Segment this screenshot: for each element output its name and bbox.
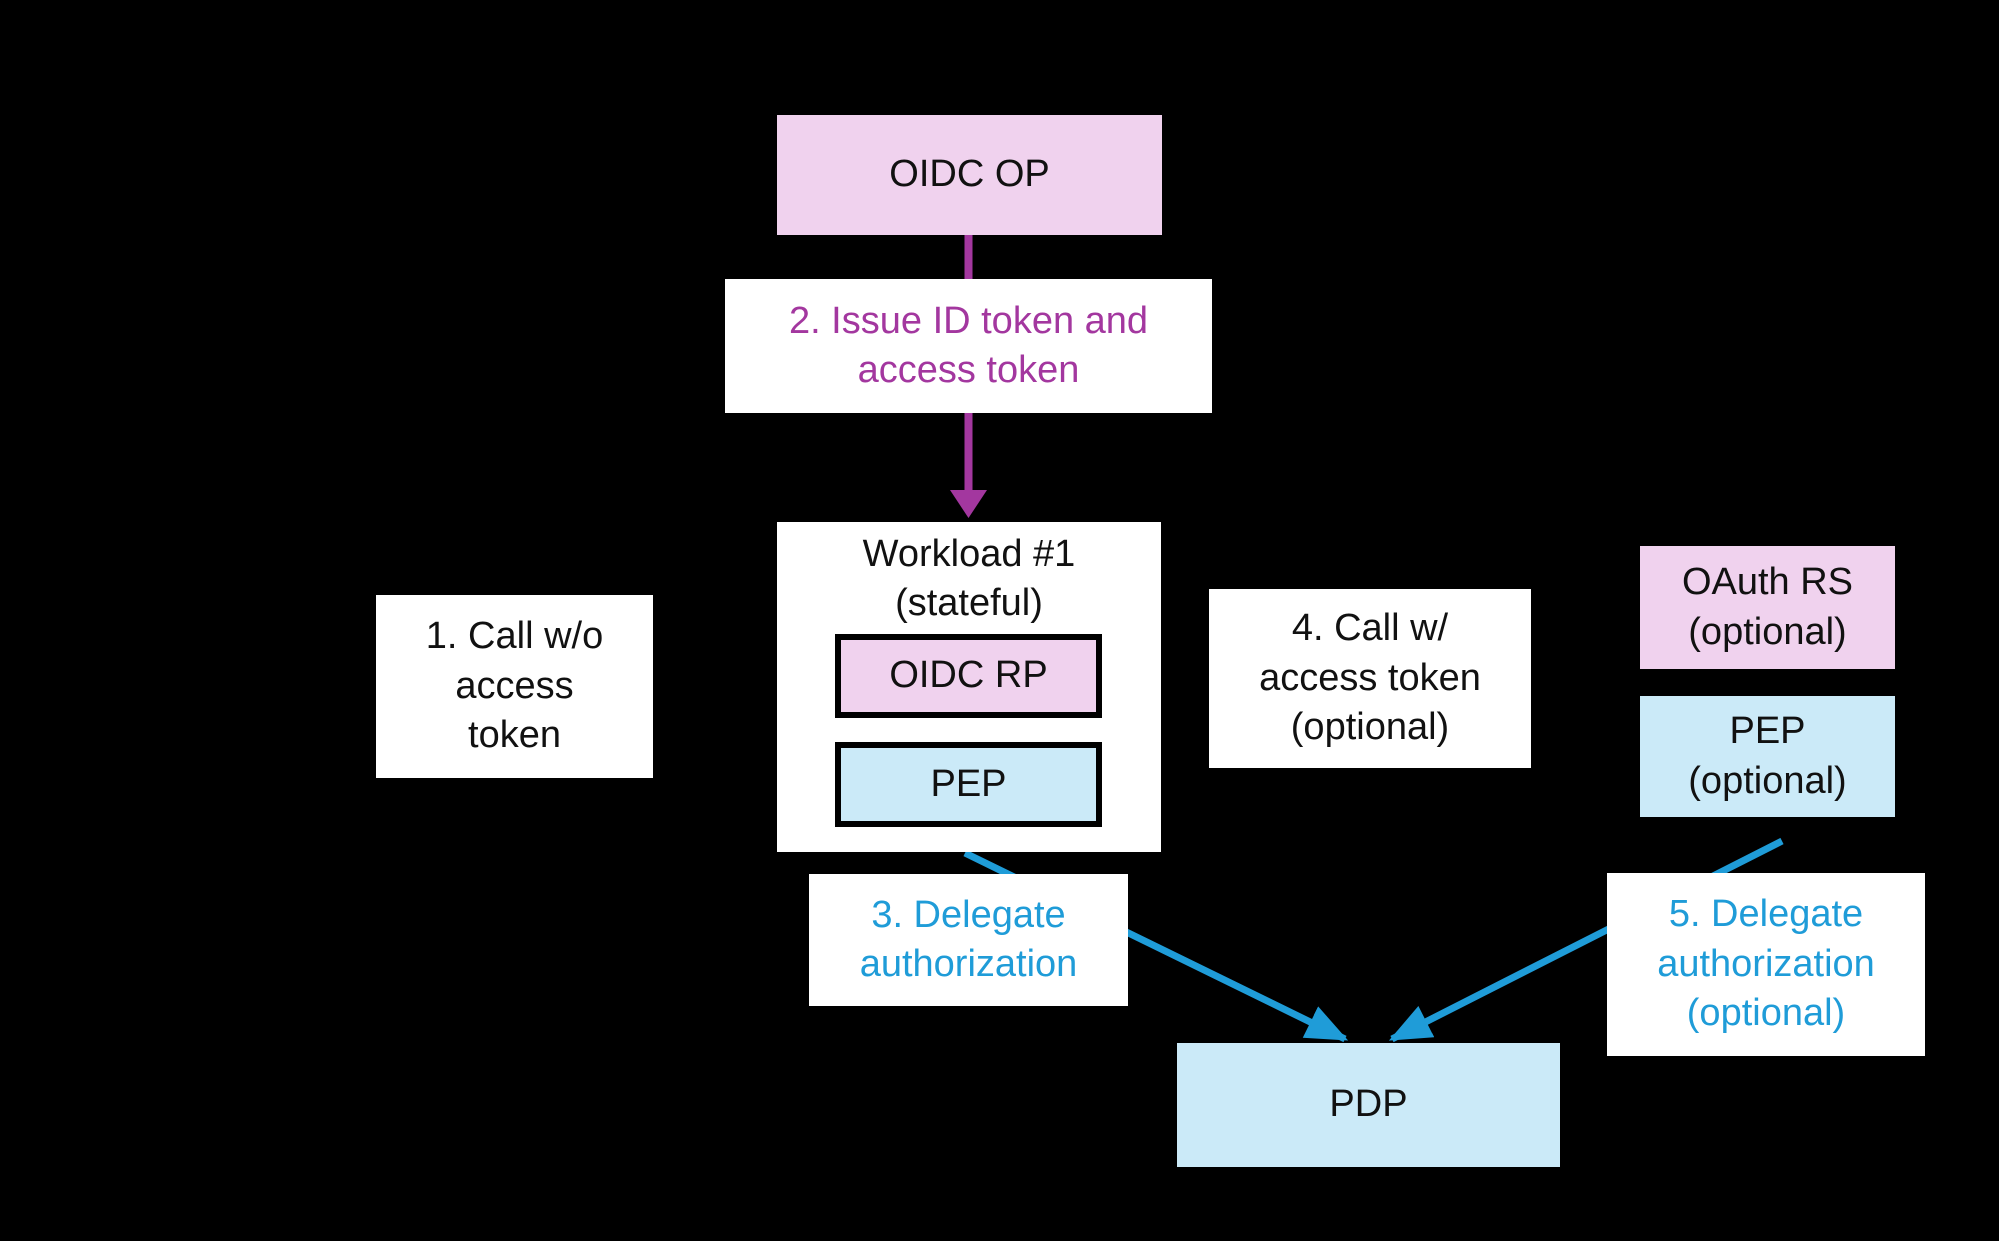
oidc-rp-label: OIDC RP [889, 654, 1048, 697]
pep-optional-node: PEP (optional) [1640, 696, 1895, 817]
pep-optional-label: PEP (optional) [1688, 710, 1847, 802]
pep-label: PEP [930, 762, 1007, 805]
oidc-rp-node: OIDC RP [835, 634, 1102, 718]
oauth-rs-node: OAuth RS (optional) [1640, 546, 1895, 669]
delegate-authorization-optional-step-text: 5. Delegate authorization (optional) [1657, 893, 1875, 1035]
issue-token-step-label: 2. Issue ID token and access token [725, 279, 1212, 413]
oidc-op-node: OIDC OP [777, 115, 1162, 235]
call-with-token-step-label: 4. Call w/ access token (optional) [1209, 589, 1531, 768]
issue-token-step-text: 2. Issue ID token and access token [788, 299, 1149, 391]
issue-token-arrowhead [950, 490, 987, 518]
call-with-token-step-text: 4. Call w/ access token (optional) [1259, 607, 1481, 749]
pdp-node: PDP [1177, 1043, 1560, 1167]
delegate-authorization-step-text: 3. Delegate authorization [859, 893, 1078, 985]
delegate-authorization-optional-step-label: 5. Delegate authorization (optional) [1607, 873, 1925, 1056]
pep-node: PEP [835, 742, 1102, 827]
oauth-rs-label: OAuth RS (optional) [1681, 561, 1854, 653]
pdp-label: PDP [1329, 1083, 1408, 1126]
call-without-token-step-label: 1. Call w/o access token [376, 595, 653, 778]
oidc-op-label: OIDC OP [889, 153, 1050, 196]
delegate-authorization-step-label: 3. Delegate authorization [809, 874, 1128, 1006]
workload-title: Workload #1 (stateful) [862, 533, 1076, 625]
call-without-token-step-text: 1. Call w/o access token [425, 615, 604, 757]
